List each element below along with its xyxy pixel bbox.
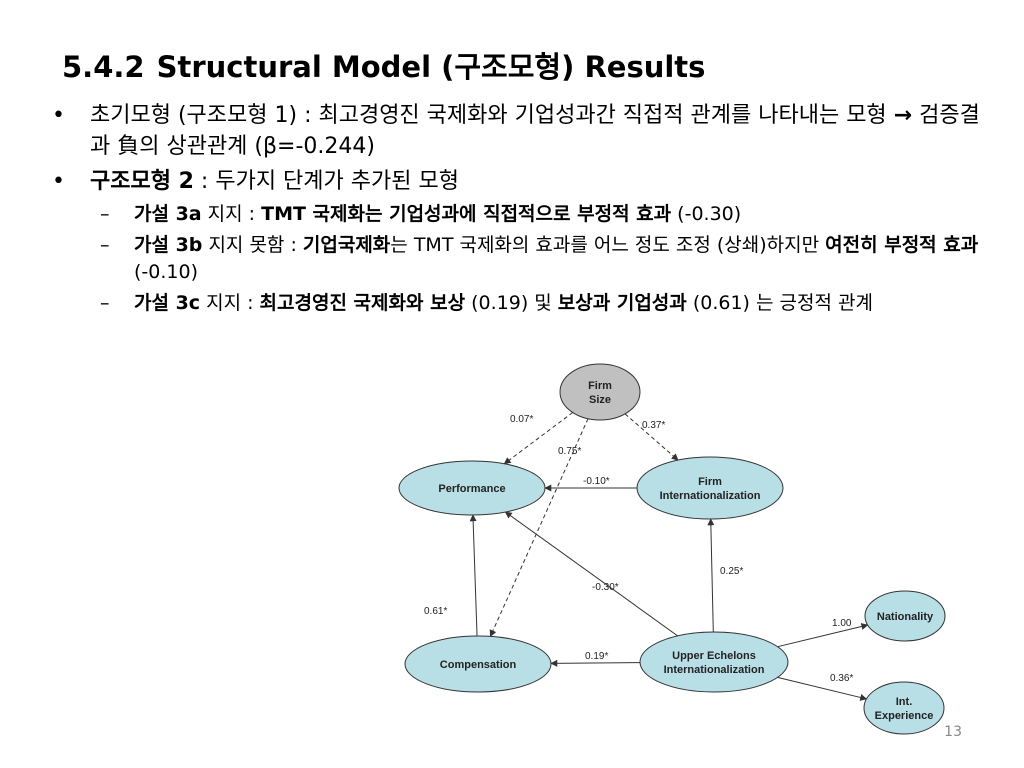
edge-compensation-to-performance [469,514,478,637]
text-run: (-0.30) [671,203,742,225]
edge-label: 0.37* [642,420,665,431]
edge-upper-to-compensation [550,659,641,667]
nodes-layer: FirmSizePerformanceFirmInternationalizat… [398,363,946,735]
node-firm_size [559,363,641,421]
node-performance [398,460,546,516]
edge-label: 1.00 [832,618,852,629]
text-run: 가설 3a [134,203,202,225]
text-run: (0.19) 및 [465,292,558,314]
text-run: 가설 3c [134,292,201,314]
text-run: 구조모형 2 [90,169,194,194]
sub-bullet-dash: – [100,203,110,225]
edge-firm_size-to-compensation [489,418,589,638]
bullet-item: • 구조모형 2 : 두가지 단계가 추가된 모형 [52,166,992,197]
edge-label: -0.30* [592,582,619,593]
edge-upper-to-firm_int [707,518,715,633]
edge-label: 0.19* [585,651,608,662]
text-run: 지지 : [200,292,260,314]
edge-label: 0.75* [558,446,581,457]
node-label: Internationalization [660,490,761,502]
section-number: 5.4.2 [62,50,145,84]
node-label: Upper Echelons [672,650,756,662]
text-run: (0.61) 는 긍정적 관계 [686,292,873,314]
edge-label: 0.25* [720,566,743,577]
edge-label: -0.10* [583,476,610,487]
text-run: 최고경영진 국제화와 보상 [259,292,466,314]
node-label: Int. [896,696,913,708]
text-run: 가설 3b [134,234,203,256]
structural-model-diagram: 0.07* 0.37* 0.75* -0.10* 0.25* -0.30* 0.19* 0.6… [398,363,946,735]
text-run: TMT 국제화는 기업성과에 직접적으로 부정적 효과 [261,203,672,225]
node-label: Firm [588,380,612,392]
text-run: 는 TMT 국제화의 효과를 어느 정도 조정 (상쇄)하지만 [390,234,826,256]
edge-firm_size-to-firm_int [624,413,679,461]
node-label: Performance [438,483,505,495]
node-label: Firm [698,476,722,488]
text-run: (-0.10) [134,261,198,283]
sub-bullet-item: –가설 3a 지지 : TMT 국제화는 기업성과에 직접적으로 부정적 효과 … [52,201,992,228]
bullet-list: • 초기모형 (구조모형 1) : 최고경영진 국제화와 기업성과간 직접적 관계… [52,100,992,321]
text-run: 보상과 기업성과 [557,292,687,314]
title-text: Structural Model (구조모형) Results [156,50,706,84]
text-run: 지지 못함 : [202,234,303,256]
page-number: 13 [944,724,962,740]
slide-title: 5.4.2 Structural Model (구조모형) Results [62,44,705,86]
node-label: Internationalization [664,664,765,676]
node-label: Experience [875,710,934,722]
edge-label: 0.36* [830,673,853,684]
edge-upper-to-performance [504,511,678,637]
node-upper [639,631,789,693]
edge-firm_size-to-performance [503,412,574,465]
edges-layer: 0.07* 0.37* 0.75* -0.10* 0.25* -0.30* 0.19* 0.6… [424,412,869,701]
edge-upper-to-nationality [777,623,869,648]
text-run: 지지 : [201,203,262,225]
node-label: Compensation [440,659,517,671]
text-run: 검증결과 負의 상관관계 (β=-0.244) [90,103,980,159]
node-experience [863,681,945,735]
sub-bullet-dash: – [100,292,110,314]
text-run: 여전히 부정적 효과 [825,234,979,256]
sub-bullet-item: – 가설 3c 지지 : 최고경영진 국제화와 보상 (0.19) 및 보상과 기… [52,290,992,317]
sub-bullet-dash: – [100,234,110,256]
edge-label: 0.07* [510,414,533,425]
edge-upper-to-experience [777,676,868,701]
node-label: Nationality [877,611,934,623]
node-compensation [404,635,552,693]
node-firm_int [636,456,784,520]
bullet-dot: • [52,169,65,194]
edge-label: 0.61* [424,606,447,617]
text-run: 초기모형 (구조모형 1) : 최고경영진 국제화와 기업성과간 직접적 관계를… [90,103,894,128]
text-run: 기업국제화 [302,234,391,256]
text-run: → [893,103,913,128]
node-nationality [864,590,946,642]
bullet-dot: • [52,103,65,128]
bullet-item: • 초기모형 (구조모형 1) : 최고경영진 국제화와 기업성과간 직접적 관계… [52,100,992,162]
node-label: Size [589,394,611,406]
text-run: : 두가지 단계가 추가된 모형 [193,169,459,194]
sub-bullet-item: – 가설 3b 지지 못함 : 기업국제화는 TMT 국제화의 효과를 어느 정도… [52,232,992,286]
